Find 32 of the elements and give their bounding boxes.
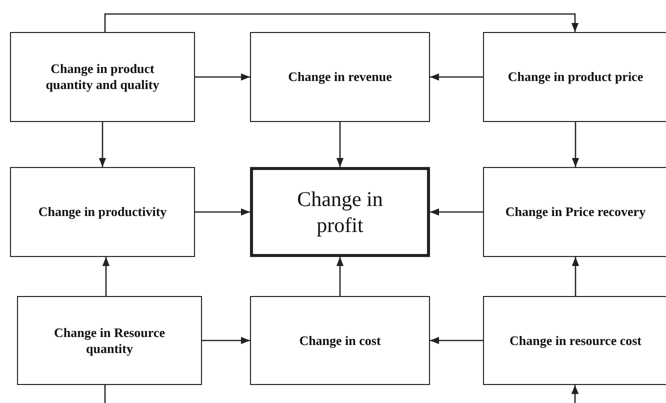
box-label: Change in Price recovery [505,204,646,220]
arrow [195,73,250,81]
box-label: Change in Resource quantity [53,324,166,356]
arrow [104,13,579,32]
process-box [250,296,430,385]
arrow [336,122,344,167]
box-label: Change in resource cost [509,332,642,348]
box-label: Change in cost [299,332,381,348]
arrow [430,208,483,216]
box-label: Change in product quantity and quality [44,61,160,93]
arrow [571,385,579,403]
arrow [98,122,106,167]
arrow [572,257,580,296]
process-box [483,32,666,122]
arrow [102,257,110,296]
process-box [483,167,666,257]
arrow [336,257,344,296]
arrow [202,336,250,344]
arrow [430,336,483,344]
arrow [195,208,250,216]
process-box [250,32,430,122]
process-box [10,32,195,122]
box-label: Change in product price [508,69,644,85]
box-label: Change in profit [296,186,384,238]
box-label: Change in productivity [38,204,167,220]
process-box [10,167,195,257]
process-box [483,296,666,385]
arrow [572,122,580,167]
process-box [17,296,202,385]
result-box [250,167,430,257]
box-label: Change in revenue [288,69,392,85]
arrow [430,73,483,81]
